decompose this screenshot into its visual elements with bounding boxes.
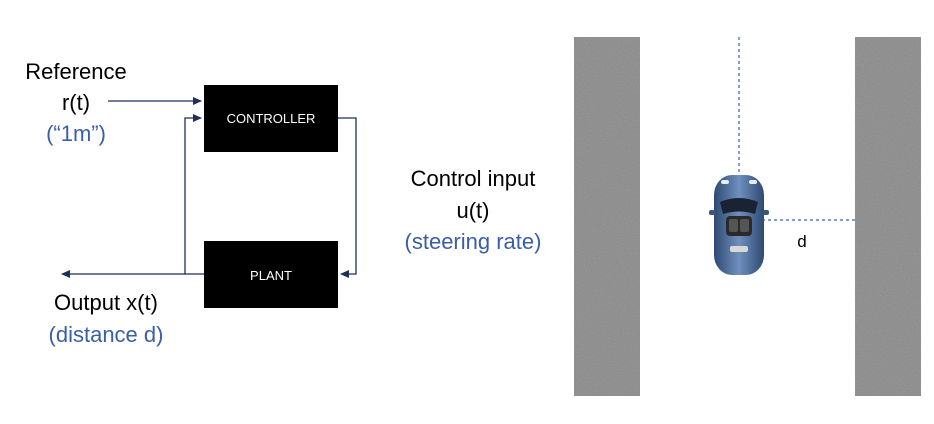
- control-input-title: Control input: [411, 166, 536, 191]
- control-input-description: (steering rate): [405, 229, 542, 254]
- plant-block: PLANT: [204, 241, 338, 308]
- plant-label: PLANT: [250, 268, 292, 283]
- right-wall: [855, 37, 921, 396]
- control-input-signal: u(t): [457, 198, 490, 223]
- output-label: Output x(t): [54, 290, 158, 315]
- controller-label: CONTROLLER: [227, 111, 316, 126]
- distance-label: d: [797, 232, 806, 251]
- reference-signal: r(t): [62, 90, 90, 115]
- feedback-arrow: [184, 114, 204, 275]
- left-wall: [574, 37, 640, 396]
- reference-label: Reference: [25, 59, 127, 84]
- controller-block: CONTROLLER: [204, 85, 338, 152]
- output-description: (distance d): [49, 322, 164, 347]
- reference-value: (“1m”): [46, 121, 106, 146]
- car-icon: [709, 175, 769, 275]
- controller-to-plant-arrow: [338, 117, 357, 278]
